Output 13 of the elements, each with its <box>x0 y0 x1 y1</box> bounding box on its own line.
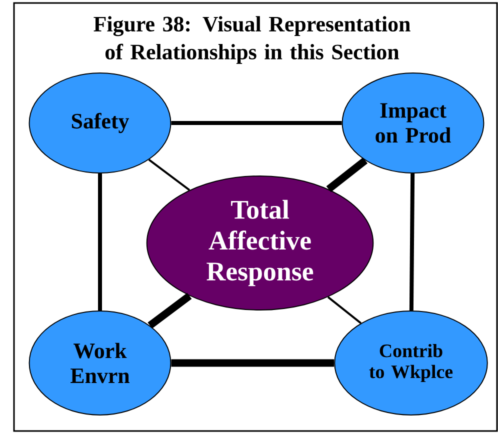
circle-node: Contrib to Wkplce <box>334 310 488 416</box>
circle-node: Work Envrn <box>28 310 172 416</box>
connector-line <box>148 292 192 329</box>
connector-line <box>327 296 362 324</box>
connector-line <box>171 359 334 367</box>
connector-line <box>409 173 415 311</box>
connector-line <box>98 174 102 310</box>
connector-line <box>326 158 368 192</box>
circle-node: Safety <box>28 72 172 174</box>
figure-title: Figure 38: Visual Representation of Relationships in this Section <box>94 16 410 64</box>
connector-line <box>148 158 190 191</box>
circle-node: Impact on Prod <box>342 72 484 174</box>
connector-line <box>171 121 342 125</box>
